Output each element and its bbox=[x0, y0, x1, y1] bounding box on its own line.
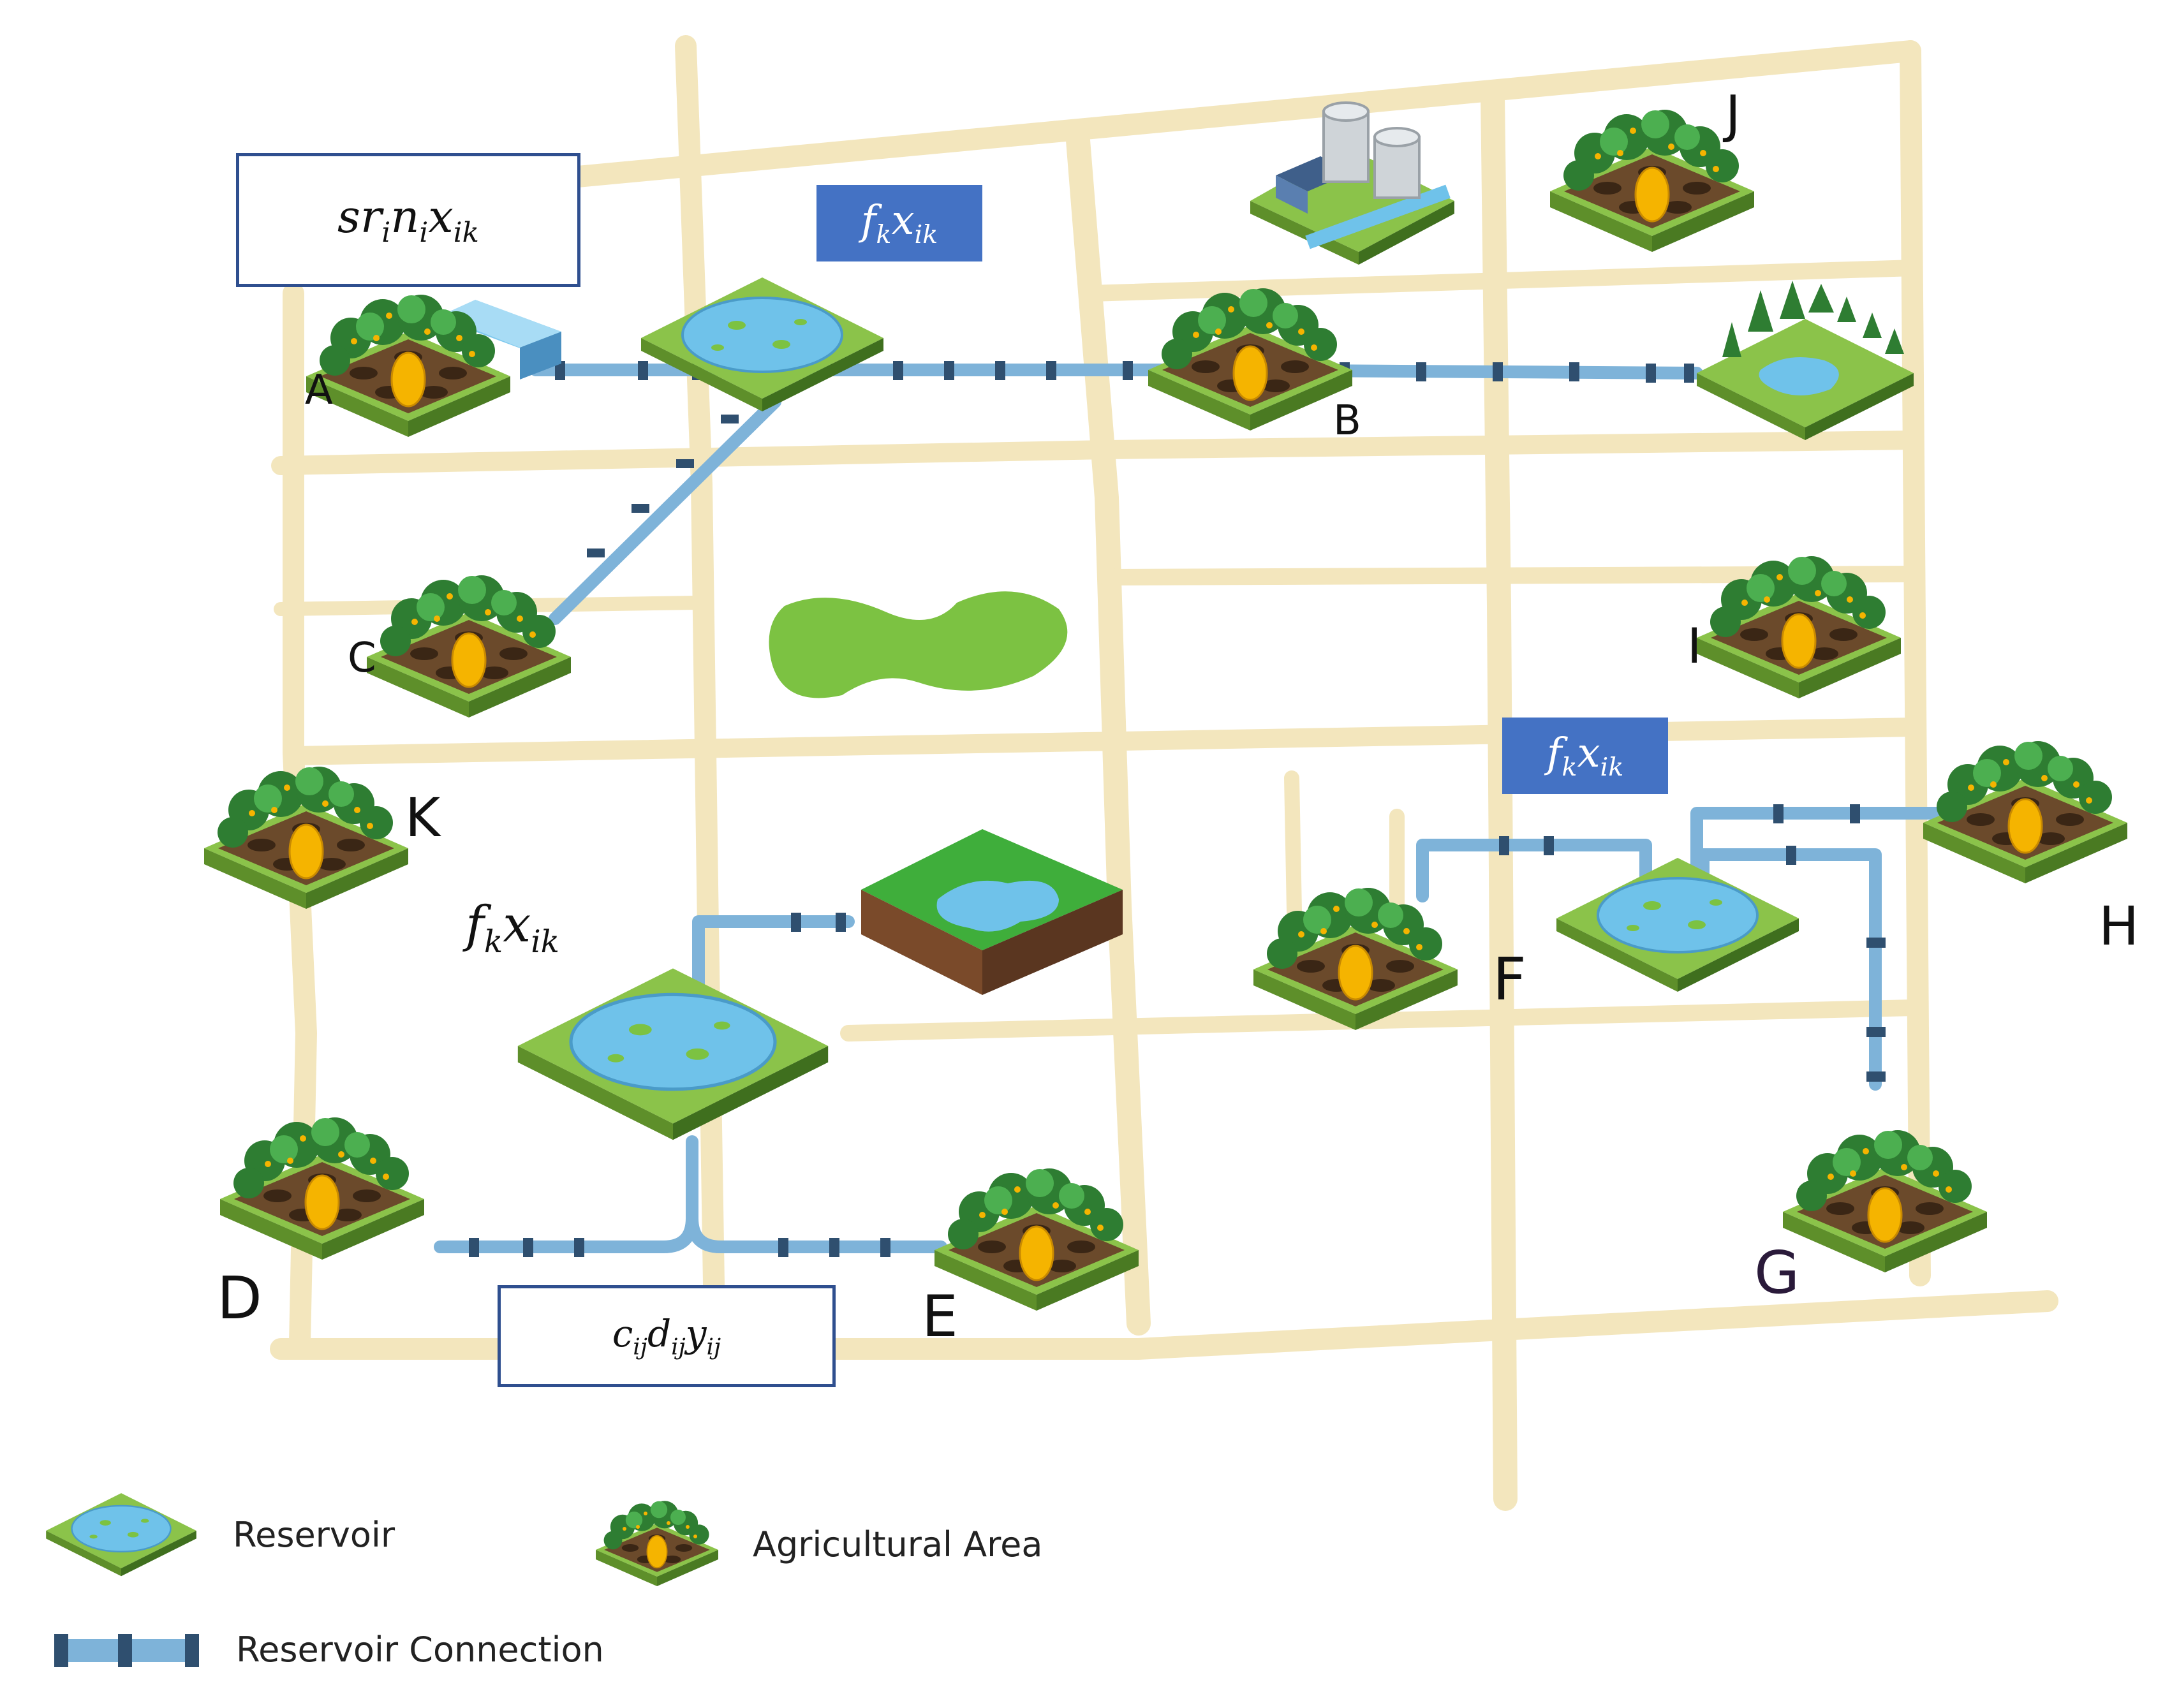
node-label-B: B bbox=[1333, 397, 1361, 445]
node-label-F: F bbox=[1493, 945, 1526, 1013]
node-label-C: C bbox=[348, 635, 376, 682]
reservoir-bottom-left bbox=[518, 968, 828, 1140]
farm-E bbox=[933, 1167, 1140, 1312]
legend-farm-icon bbox=[595, 1500, 719, 1587]
farm-J bbox=[1549, 108, 1755, 253]
sink-formula-box: srinixik bbox=[236, 153, 580, 287]
legend-reservoir-icon bbox=[45, 1492, 198, 1577]
node-label-J: J bbox=[1725, 85, 1741, 144]
reservoir-top bbox=[640, 276, 885, 413]
legend-reservoir-label: Reservoir bbox=[233, 1515, 395, 1555]
meadow bbox=[769, 591, 1068, 698]
farm-F bbox=[1252, 887, 1459, 1031]
farm-C bbox=[366, 574, 572, 719]
farm-D bbox=[219, 1116, 425, 1261]
transport-cost-formula-box: cijdijyij bbox=[498, 1285, 836, 1387]
legend-agricultural-label: Agricultural Area bbox=[753, 1524, 1043, 1564]
node-label-H: H bbox=[2099, 895, 2139, 957]
reservoir-right bbox=[1555, 857, 1800, 993]
node-label-A: A bbox=[305, 367, 333, 414]
node-label-D: D bbox=[217, 1264, 262, 1332]
node-label-I: I bbox=[1687, 617, 1702, 674]
node-label-G: G bbox=[1754, 1239, 1800, 1307]
legend-connection-label: Reservoir Connection bbox=[236, 1630, 604, 1670]
farm-G bbox=[1782, 1129, 1988, 1274]
farm-H bbox=[1922, 740, 2129, 885]
legend-pipe-icon bbox=[54, 1634, 199, 1667]
farm-K bbox=[203, 765, 410, 910]
farm-B bbox=[1147, 287, 1354, 432]
forest-lake bbox=[1697, 281, 1914, 440]
fixed-cost-top-label: fkxik bbox=[816, 185, 982, 261]
fixed-cost-left-label: fkxik bbox=[466, 896, 559, 960]
node-label-E: E bbox=[922, 1283, 958, 1350]
industrial-plant bbox=[1250, 101, 1454, 265]
fixed-cost-right-label: fkxik bbox=[1502, 718, 1668, 794]
node-label-K: K bbox=[405, 786, 441, 849]
reservoir-block bbox=[861, 829, 1123, 995]
sym: sr bbox=[337, 191, 382, 244]
farm-A-water-panel bbox=[440, 300, 561, 379]
